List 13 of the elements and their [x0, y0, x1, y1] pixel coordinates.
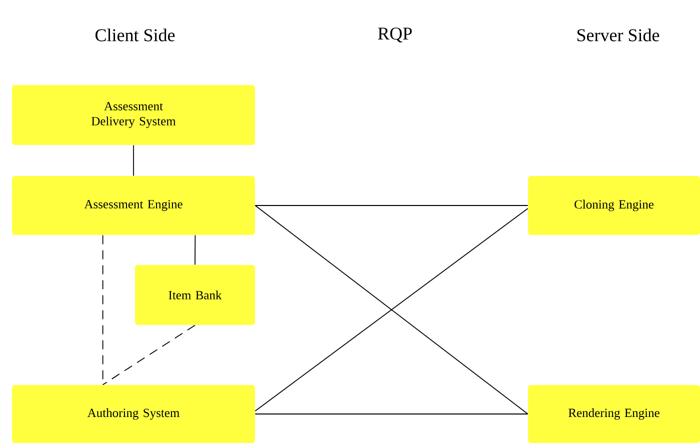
- column-heading: Client Side: [96, 28, 175, 42]
- process-box: Cloning Engine: [528, 176, 700, 235]
- connector-line: [102, 324, 196, 386]
- process-box: Rendering Engine: [528, 385, 700, 443]
- column-heading: Server Side: [577, 28, 660, 42]
- process-box: Assessment Delivery System: [12, 85, 255, 145]
- process-box: Item Bank: [135, 265, 255, 325]
- connector-line: [194, 234, 196, 266]
- process-box: Authoring System: [12, 385, 255, 443]
- connector-line: [133, 144, 134, 176]
- process-box: Assessment Engine: [12, 176, 255, 235]
- connector-line: [254, 205, 528, 206]
- column-heading: RQP: [378, 28, 412, 42]
